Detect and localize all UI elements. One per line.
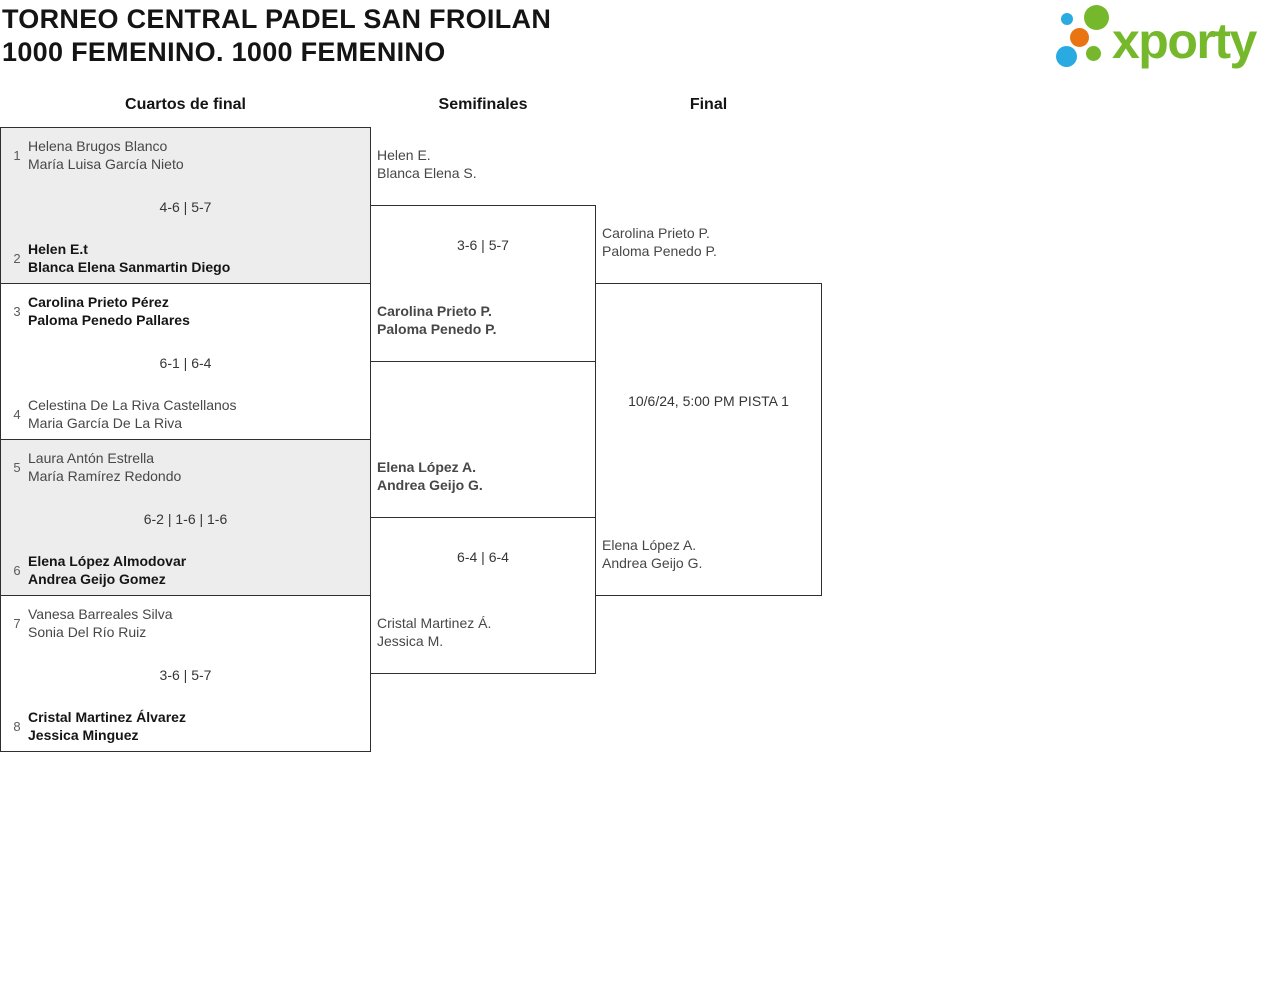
logo-dot-blue-small xyxy=(1061,13,1073,25)
match-semifinal-2[interactable] xyxy=(370,517,596,674)
xporty-wordmark: xporty xyxy=(1112,13,1257,69)
tournament-name: TORNEO CENTRAL PADEL SAN FROILAN xyxy=(2,4,552,34)
seed-number: 6 xyxy=(13,562,21,578)
logo-dot-blue-large xyxy=(1056,46,1077,67)
player-name: Carolina Prieto P. xyxy=(377,303,492,319)
semifinal-2-score: 6-4 | 6-4 xyxy=(457,549,509,565)
player-name: María Ramírez Redondo xyxy=(28,468,182,484)
team-slot: 3 Carolina Prieto Pérez Paloma Penedo Pa… xyxy=(2,293,190,329)
team-slot: 6 Elena López Almodovar Andrea Geijo Gom… xyxy=(2,552,186,588)
player-name: Laura Antón Estrella xyxy=(28,450,155,466)
player-name: Andrea Geijo G. xyxy=(377,477,483,493)
player-name: Cristal Martinez Á. xyxy=(377,615,492,631)
player-name: Sonia Del Río Ruiz xyxy=(28,624,147,640)
team-names: Helena Brugos Blanco María Luisa García … xyxy=(28,137,184,173)
logo-dot-green-small xyxy=(1086,46,1101,61)
final-team-bottom: Elena López A. Andrea Geijo G. xyxy=(602,536,702,572)
team-slot: 1 Helena Brugos Blanco María Luisa Garcí… xyxy=(2,137,184,173)
player-name: Elena López Almodovar xyxy=(28,553,187,569)
match-score: 3-6 | 5-7 xyxy=(159,667,212,683)
team-names: Celestina De La Riva Castellanos Maria G… xyxy=(28,396,237,432)
match-score: 6-2 | 1-6 | 1-6 xyxy=(143,511,228,527)
match-quarterfinal-1[interactable]: 1 Helena Brugos Blanco María Luisa Garcí… xyxy=(0,127,371,284)
seed-number: 1 xyxy=(13,147,21,163)
team-slot: 4 Celestina De La Riva Castellanos Maria… xyxy=(2,396,237,432)
page-title: TORNEO CENTRAL PADEL SAN FROILAN 1000 FE… xyxy=(2,3,551,69)
player-name: Paloma Penedo Pallares xyxy=(28,312,190,328)
semifinal-1-score: 3-6 | 5-7 xyxy=(457,237,509,253)
team-names: Helen E.t Blanca Elena Sanmartin Diego xyxy=(28,240,230,276)
seed-number: 4 xyxy=(13,406,21,422)
player-name: Carolina Prieto Pérez xyxy=(28,294,169,310)
final-match-info: 10/6/24, 5:00 PM PISTA 1 xyxy=(628,393,789,409)
player-name: Maria García De La Riva xyxy=(28,415,183,431)
player-name: Cristal Martinez Álvarez xyxy=(28,709,186,725)
team-names: Carolina Prieto Pérez Paloma Penedo Pall… xyxy=(28,293,190,329)
logo-dot-orange xyxy=(1070,28,1089,47)
player-name: Blanca Elena Sanmartin Diego xyxy=(28,259,231,275)
match-quarterfinal-2[interactable]: 3 Carolina Prieto Pérez Paloma Penedo Pa… xyxy=(0,283,371,440)
seed-number: 3 xyxy=(13,303,21,319)
match-score: 6-1 | 6-4 xyxy=(159,355,212,371)
player-name: Helen E. xyxy=(377,147,431,163)
match-semifinal-1[interactable] xyxy=(370,205,596,362)
team-slot: 8 Cristal Martinez Álvarez Jessica Mingu… xyxy=(2,708,186,744)
team-names: Vanesa Barreales Silva Sonia Del Río Rui… xyxy=(28,605,172,641)
player-name: Paloma Penedo P. xyxy=(377,321,497,337)
player-name: Carolina Prieto P. xyxy=(602,225,710,241)
semifinal-2-team-top: Elena López A. Andrea Geijo G. xyxy=(377,458,483,494)
team-slot: 2 Helen E.t Blanca Elena Sanmartin Diego xyxy=(2,240,230,276)
player-name: Paloma Penedo P. xyxy=(602,243,717,259)
match-quarterfinal-3[interactable]: 5 Laura Antón Estrella María Ramírez Red… xyxy=(0,439,371,596)
player-name: Celestina De La Riva Castellanos xyxy=(28,397,237,413)
player-name: Helen E.t xyxy=(28,241,88,257)
round-header-quarterfinals: Cuartos de final xyxy=(125,96,246,113)
player-name: María Luisa García Nieto xyxy=(28,156,184,172)
match-quarterfinal-4[interactable]: 7 Vanesa Barreales Silva Sonia Del Río R… xyxy=(0,595,371,752)
player-name: Vanesa Barreales Silva xyxy=(28,606,173,622)
team-slot: 5 Laura Antón Estrella María Ramírez Red… xyxy=(2,449,181,485)
logo-dot-green-large xyxy=(1084,5,1109,30)
seed-number: 5 xyxy=(13,459,21,475)
semifinal-1-team-bottom: Carolina Prieto P. Paloma Penedo P. xyxy=(377,302,497,338)
player-name: Elena López A. xyxy=(377,459,477,475)
tournament-category: 1000 FEMENINO. 1000 FEMENINO xyxy=(2,37,446,67)
player-name: Blanca Elena S. xyxy=(377,165,477,181)
player-name: Elena López A. xyxy=(602,537,697,553)
match-final[interactable] xyxy=(595,283,822,596)
player-name: Helena Brugos Blanco xyxy=(28,138,168,154)
match-score: 4-6 | 5-7 xyxy=(159,199,212,215)
team-names: Elena López Almodovar Andrea Geijo Gomez xyxy=(28,552,186,588)
team-names: Laura Antón Estrella María Ramírez Redon… xyxy=(28,449,181,485)
seed-number: 7 xyxy=(13,615,21,631)
round-header-semifinals: Semifinales xyxy=(438,96,528,113)
player-name: Jessica M. xyxy=(377,633,444,649)
semifinal-2-team-bottom: Cristal Martinez Á. Jessica M. xyxy=(377,614,491,650)
player-name: Andrea Geijo Gomez xyxy=(28,571,166,587)
final-team-top: Carolina Prieto P. Paloma Penedo P. xyxy=(602,224,717,260)
seed-number: 8 xyxy=(13,718,21,734)
team-names: Cristal Martinez Álvarez Jessica Minguez xyxy=(28,708,186,744)
player-name: Andrea Geijo G. xyxy=(602,555,703,571)
round-header-final: Final xyxy=(689,96,728,113)
player-name: Jessica Minguez xyxy=(28,727,139,743)
team-slot: 7 Vanesa Barreales Silva Sonia Del Río R… xyxy=(2,605,172,641)
semifinal-1-team-top: Helen E. Blanca Elena S. xyxy=(377,146,477,182)
seed-number: 2 xyxy=(13,250,21,266)
